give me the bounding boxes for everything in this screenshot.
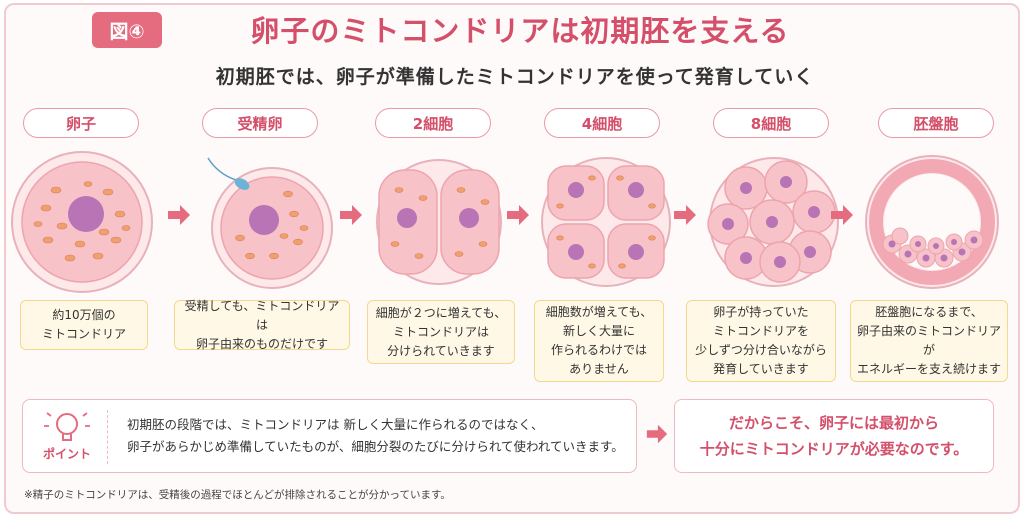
arrow-right-icon — [646, 424, 668, 444]
arrow-right-icon — [831, 205, 853, 225]
point-text: 初期胚の段階では、ミトコンドリアは 新しく大量に作られるのではなく、 卵子があら… — [127, 417, 624, 454]
note-2cell: 細胞が２つに増えても、 ミトコンドリアは 分けられていきます — [367, 300, 515, 364]
arrow-right-icon — [507, 205, 529, 225]
arrow-right-icon — [674, 205, 696, 225]
eight-cell-illustration — [700, 148, 848, 296]
point-divider — [107, 410, 108, 464]
page-subtitle: 初期胚では、卵子が準備したミトコンドリアを使って発育していく — [215, 66, 815, 88]
four-cell-illustration — [532, 148, 680, 296]
egg-illustration — [8, 148, 156, 296]
page-title: 卵子のミトコンドリアは初期胚を支える — [250, 14, 790, 48]
note-blastocyst: 胚盤胞になるまで、 卵子由来のミトコンドリアが エネルギーを支え続けます — [850, 300, 1008, 382]
arrow-right-icon — [168, 205, 190, 225]
note-egg: 約10万個の ミトコンドリア — [20, 300, 148, 350]
lightbulb-icon — [44, 412, 90, 441]
stage-label-zygote: 受精卵 — [202, 108, 318, 138]
note-zygote: 受精しても、ミトコンドリアは 卵子由来のものだけです — [174, 299, 350, 351]
two-cell-illustration — [365, 148, 513, 296]
stage-label-8cell: 8細胞 — [713, 108, 829, 138]
stage-label-2cell: 2細胞 — [375, 108, 491, 138]
blastocyst-illustration — [858, 148, 1006, 296]
note-4cell: 細胞数が増えても、 新しく大量に 作られるわけでは ありません — [534, 300, 664, 382]
point-label: ポイント — [42, 447, 91, 461]
stage-label-blastocyst: 胚盤胞 — [878, 108, 994, 138]
zygote-illustration — [198, 148, 346, 296]
point-box: ポイント 初期胚の段階では、ミトコンドリアは 新しく大量に作られるのではなく、 … — [22, 399, 637, 473]
conclusion-box: だからこそ、卵子には最初から 十分にミトコンドリアが必要なのです。 — [674, 399, 994, 473]
footnote: ※精子のミトコンドリアは、受精後の過程でほとんどが排除されることが分かっています… — [24, 489, 451, 501]
stage-label-egg: 卵子 — [23, 108, 139, 138]
stage-label-4cell: 4細胞 — [544, 108, 660, 138]
figure-badge: 図④ — [92, 12, 162, 48]
note-8cell: 卵子が持っていた ミトコンドリアを 少しずつ分け合いながら 発育していきます — [686, 300, 836, 382]
arrow-right-icon — [340, 205, 362, 225]
